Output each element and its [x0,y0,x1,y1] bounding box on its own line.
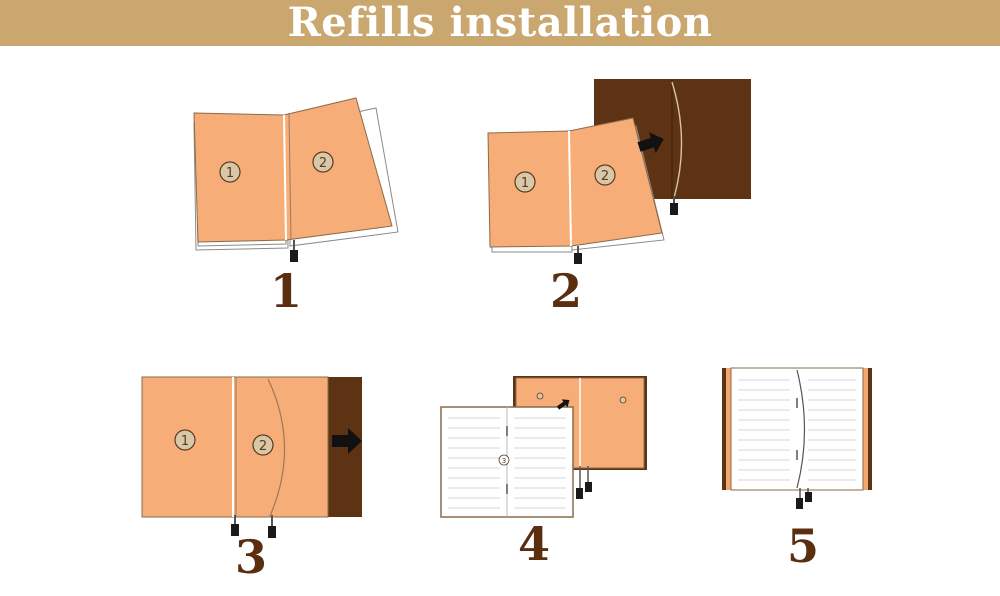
step-4-number: 4 [517,517,550,571]
step-2-number: 2 [549,264,582,318]
step-3-page-2-label: 2 [259,439,267,454]
step-1-page-1-label: 1 [226,166,234,181]
step-3-page-1-label: 1 [181,434,189,449]
step-3-illustration: 1 2 [141,376,362,538]
page-circle-icon: 1 [174,429,196,451]
step-3-number: 3 [234,530,267,584]
page-circle-icon: 2 [312,151,334,173]
arrow-right-icon [637,132,664,154]
page-circle-icon: 1 [514,171,536,193]
page-circle-icon: 2 [252,434,274,456]
page-circle-icon: 2 [594,164,616,186]
title-banner [0,0,1000,46]
arrow-right-icon [556,399,570,410]
step-1-number: 1 [269,264,302,318]
step-5-refill [730,367,864,491]
step-5-number: 5 [786,519,819,573]
page-title: Refills installation [287,0,713,46]
step-4-page-3-label: 3 [502,457,506,465]
step-4-illustration: 3 [440,376,647,518]
elastic-band-icon [574,246,582,264]
elastic-band-icon [231,515,276,538]
step-1-illustration: 1 2 [193,97,399,262]
step-1-page-2-label: 2 [319,156,327,171]
page-circle-icon: 3 [498,454,510,466]
step-2-illustration: 1 2 [487,79,751,264]
arrow-right-icon [332,428,362,454]
step-5-illustration [722,367,872,509]
step-1-refill-left [193,112,287,243]
elastic-band-icon [576,466,592,499]
elastic-band-icon [670,196,678,215]
step-2-page-2-label: 2 [601,169,609,184]
step-3-refill [141,376,329,518]
elastic-band-icon [796,488,812,509]
elastic-band-icon [290,240,298,262]
page-circle-icon: 1 [219,161,241,183]
step-2-page-1-label: 1 [521,176,529,191]
